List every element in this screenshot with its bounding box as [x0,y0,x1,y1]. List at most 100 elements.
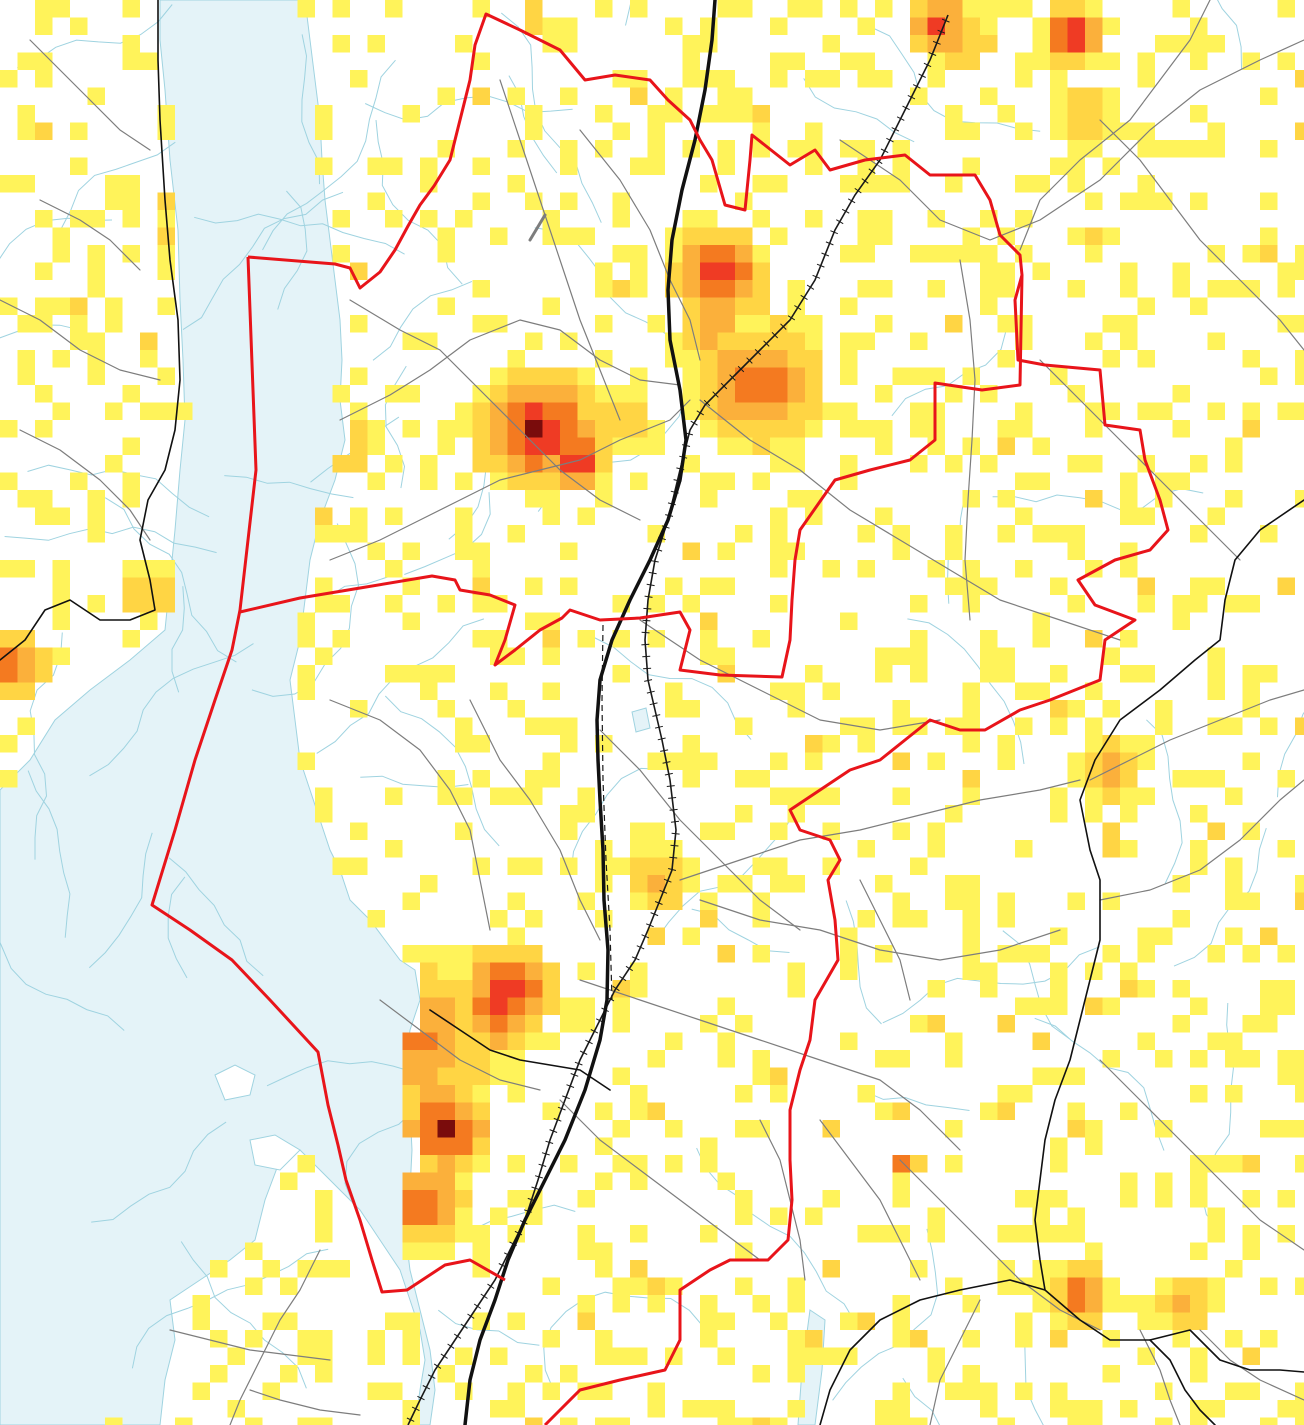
density-cell [770,787,788,805]
density-cell [1225,437,1243,455]
density-cell [1295,1067,1304,1085]
density-cell [927,980,945,998]
density-cell [472,1015,490,1033]
density-cell [1102,752,1120,770]
density-cell [1050,105,1068,123]
density-cell [717,105,735,123]
railway-tick [854,187,862,194]
density-cell [542,1277,560,1295]
density-cell [472,402,490,420]
density-cell [402,1347,420,1365]
density-cell [420,665,438,683]
density-cell [857,420,875,438]
density-cell [770,595,788,613]
density-cell [1190,35,1208,53]
density-cell [962,700,980,718]
density-cell [647,140,665,158]
density-cell [0,297,18,315]
railway-tick [812,274,821,279]
density-cell [1032,525,1050,543]
density-cell [892,647,910,665]
density-cell [1190,857,1208,875]
road [1089,689,1304,781]
density-cell [647,752,665,770]
density-cell [630,385,648,403]
density-cell [52,577,70,595]
density-cell [1190,1295,1208,1313]
density-cell [315,525,333,543]
density-cell [1032,682,1050,700]
density-cell [997,1417,1015,1425]
density-cell [1207,945,1225,963]
density-cell [577,892,595,910]
density-cell [1067,35,1085,53]
density-cell [980,245,998,263]
density-cell [805,0,823,18]
density-cell [1085,1400,1103,1418]
road [0,299,161,381]
railway-tick [670,844,679,847]
lake [631,707,651,733]
density-cell [787,350,805,368]
density-cell [1102,1330,1120,1348]
density-cell [402,1225,420,1243]
density-cell [1015,210,1033,228]
density-cell [682,280,700,298]
density-cell [1295,1155,1304,1173]
density-cell [1207,665,1225,683]
density-cell [437,1120,455,1138]
railway-tick [662,761,671,764]
density-cell [455,210,473,228]
density-cell [962,735,980,753]
density-cell [1102,647,1120,665]
density-cell [700,35,718,53]
density-cell [437,1085,455,1103]
density-cell [1067,1312,1085,1330]
railway-tick [868,168,876,174]
density-cell [350,367,368,385]
density-cell [472,1085,490,1103]
density-cell [1155,402,1173,420]
railway-tick [825,241,834,246]
density-cell [595,1347,613,1365]
municipal-boundary [150,256,506,1294]
railway-tick [712,391,719,398]
density-cell [822,682,840,700]
density-cell [857,910,875,928]
density-cell [1120,630,1138,648]
density-cell [892,157,910,175]
density-cell [1032,612,1050,630]
density-cell [595,315,613,333]
density-cell [752,945,770,963]
density-cell [332,1260,350,1278]
density-cell [490,787,508,805]
density-cell [1155,1172,1173,1190]
density-cell [892,1382,910,1400]
density-cell [700,350,718,368]
density-cell [525,612,543,630]
density-cell [350,507,368,525]
density-cell [1137,945,1155,963]
density-cell [595,1137,613,1155]
density-cell [455,402,473,420]
density-cell [507,945,525,963]
density-cell [595,420,613,438]
density-cell [420,1137,438,1155]
density-cell [665,875,683,893]
railway-tick [433,1363,442,1369]
density-cell [455,1120,473,1138]
density-cell [472,770,490,788]
density-cell [857,17,875,35]
density-cell [1155,140,1173,158]
density-cell [367,542,385,560]
density-cell [1050,1225,1068,1243]
density-cell [1067,227,1085,245]
density-cell [717,822,735,840]
density-cell [1137,787,1155,805]
density-cell [892,1155,910,1173]
density-cell [472,630,490,648]
density-cell [822,787,840,805]
density-cell [402,1120,420,1138]
